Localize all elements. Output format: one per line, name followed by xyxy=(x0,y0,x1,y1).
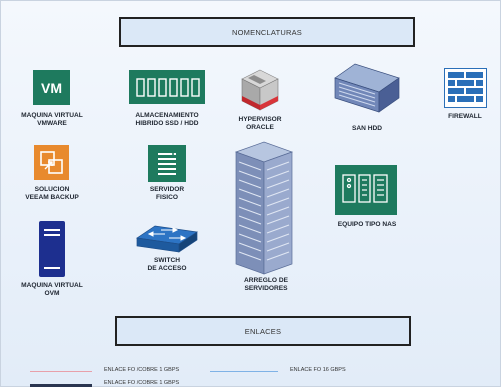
vm-ovm-icon xyxy=(38,220,66,278)
legend-label-3: ENLACE FO /COBRE 1 GBPS xyxy=(104,380,180,386)
legend-label-1: ENLACE FO /COBRE 1 GBPS xyxy=(104,367,180,373)
firewall-label: FIREWALL xyxy=(448,113,482,120)
nas-icon xyxy=(335,165,397,215)
legend-label-2: ENLACE FO 16 GBPS xyxy=(290,367,346,373)
vm-vmware-icon: VM xyxy=(33,70,70,105)
legend-line-3 xyxy=(30,384,92,387)
legend-line-2 xyxy=(210,371,278,372)
server-array-icon xyxy=(232,140,296,276)
san-hdd-label: SAN HDD xyxy=(351,125,383,132)
access-switch-icon xyxy=(135,220,199,256)
enlaces-header: ENLACES xyxy=(115,316,411,346)
vm-icon-text: VM xyxy=(41,79,62,96)
san-hdd-icon xyxy=(333,62,401,114)
firewall-icon xyxy=(444,68,487,108)
nas-label: EQUIPO TIPO NAS xyxy=(337,221,397,228)
hypervisor-oracle-icon xyxy=(240,68,280,112)
veeam-backup-icon xyxy=(34,145,69,180)
hybrid-storage-icon xyxy=(129,70,205,104)
nomenclaturas-header: NOMENCLATURAS xyxy=(119,17,415,47)
legend-line-1 xyxy=(30,371,92,372)
physical-server-icon xyxy=(148,145,186,182)
